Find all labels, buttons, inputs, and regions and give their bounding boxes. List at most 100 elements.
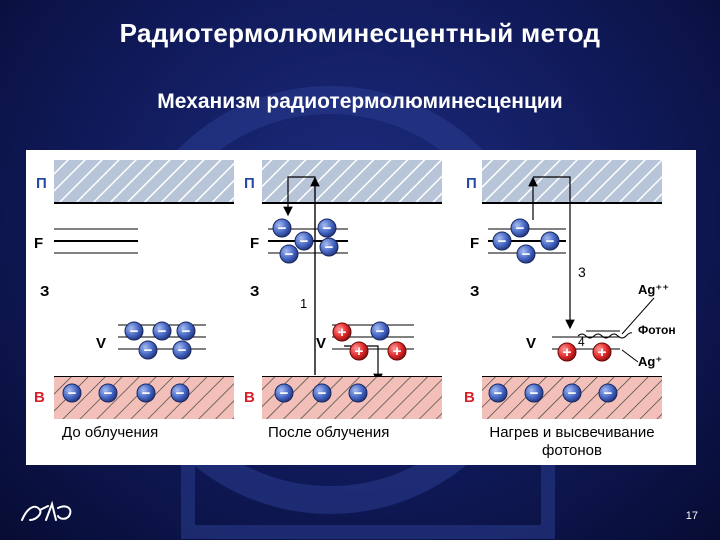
svg-text:−: − [325, 239, 334, 256]
label-ag-plus-plus: Ag⁺⁺ [638, 282, 669, 297]
svg-text:−: − [530, 385, 539, 402]
electron: − [524, 383, 544, 403]
svg-text:+: + [355, 343, 364, 360]
svg-text:−: − [68, 385, 77, 402]
electron: − [488, 383, 508, 403]
svg-text:−: − [354, 385, 363, 402]
hole: + [557, 342, 577, 362]
transition-arrow-1 [283, 176, 316, 375]
label-valence: В [464, 389, 475, 406]
electron: − [274, 383, 294, 403]
label-traps: F [34, 235, 43, 252]
transition-label-1: 1 [300, 296, 307, 311]
svg-text:−: − [546, 233, 555, 250]
svg-text:−: − [278, 220, 287, 237]
caption-heating-line1: Нагрев и высвечивание [489, 424, 654, 441]
svg-text:−: − [498, 233, 507, 250]
electron: − [98, 383, 118, 403]
band-diagram-panel: П F З V − − − − − В − − − − До облучения… [26, 150, 696, 465]
electron: − [370, 321, 390, 341]
label-conduction: П [466, 175, 477, 192]
svg-text:+: + [393, 343, 402, 360]
label-centers: V [96, 335, 106, 352]
electron: − [124, 321, 144, 341]
electron: − [294, 231, 314, 251]
svg-text:−: − [176, 385, 185, 402]
label-traps: F [250, 235, 259, 252]
svg-text:−: − [604, 385, 613, 402]
electron: − [562, 383, 582, 403]
svg-text:−: − [494, 385, 503, 402]
svg-text:−: − [182, 323, 191, 340]
label-gap: З [250, 283, 259, 300]
hole: + [387, 341, 407, 361]
hole: + [349, 341, 369, 361]
page-number: 17 [685, 510, 698, 522]
label-centers: V [526, 335, 536, 352]
electron: − [510, 218, 530, 238]
svg-text:−: − [300, 233, 309, 250]
conduction-band [482, 160, 662, 203]
svg-text:−: − [280, 385, 289, 402]
svg-text:−: − [104, 385, 113, 402]
transition-label-3: 3 [578, 264, 586, 280]
electron: − [176, 321, 196, 341]
svg-text:−: − [144, 342, 153, 359]
electron: − [540, 231, 560, 251]
slide-title: Радиотермолюминесцентный метод [119, 18, 601, 48]
svg-text:−: − [285, 246, 294, 263]
electron: − [319, 237, 339, 257]
hole: + [592, 342, 612, 362]
svg-text:+: + [338, 324, 347, 341]
svg-text:−: − [318, 385, 327, 402]
band-diagram: П F З V − − − − − В − − − − До облучения… [34, 160, 676, 459]
electron: − [170, 383, 190, 403]
electron: − [492, 231, 512, 251]
slide-subtitle: Механизм радиотермолюминесценции [157, 90, 563, 113]
label-valence: В [244, 389, 255, 406]
hole: + [332, 322, 352, 342]
svg-text:−: − [516, 220, 525, 237]
logo-icon [21, 500, 72, 521]
svg-text:+: + [598, 344, 607, 361]
conduction-band [262, 160, 442, 203]
label-photon: Фотон [638, 323, 676, 337]
electron: − [279, 244, 299, 264]
electron: − [62, 383, 82, 403]
svg-text:−: − [142, 385, 151, 402]
electron: − [516, 244, 536, 264]
electron: − [272, 218, 292, 238]
electron: − [312, 383, 332, 403]
svg-text:−: − [376, 323, 385, 340]
electron: − [317, 218, 337, 238]
electron: − [152, 321, 172, 341]
label-conduction: П [244, 175, 255, 192]
svg-text:−: − [323, 220, 332, 237]
svg-text:−: − [522, 246, 531, 263]
electron: − [136, 383, 156, 403]
svg-text:−: − [130, 323, 139, 340]
svg-text:+: + [563, 344, 572, 361]
label-ag-plus: Ag⁺ [638, 354, 662, 369]
caption-before: До облучения [62, 424, 158, 441]
panel-heating: П F − − − − З 3 4 V + + Ag⁺⁺ Фотон Ag⁺ В… [464, 160, 676, 459]
label-conduction: П [36, 175, 47, 192]
svg-text:−: − [158, 323, 167, 340]
transition-arrow-3 [533, 176, 575, 330]
svg-text:−: − [178, 342, 187, 359]
label-centers: V [316, 335, 326, 352]
electron: − [598, 383, 618, 403]
svg-text:−: − [568, 385, 577, 402]
label-gap: З [40, 283, 49, 300]
electron: − [172, 340, 192, 360]
label-traps: F [470, 235, 479, 252]
panel-after: П F − − − − − З 1 2 V + − + + В − − − По… [244, 160, 442, 441]
conduction-band [54, 160, 234, 203]
caption-heating-line2: фотонов [542, 442, 602, 459]
caption-after: После облучения [268, 424, 389, 441]
label-gap: З [470, 283, 479, 300]
transition-label-4: 4 [578, 335, 585, 349]
label-valence: В [34, 389, 45, 406]
electron: − [348, 383, 368, 403]
photon-wave [577, 332, 633, 339]
